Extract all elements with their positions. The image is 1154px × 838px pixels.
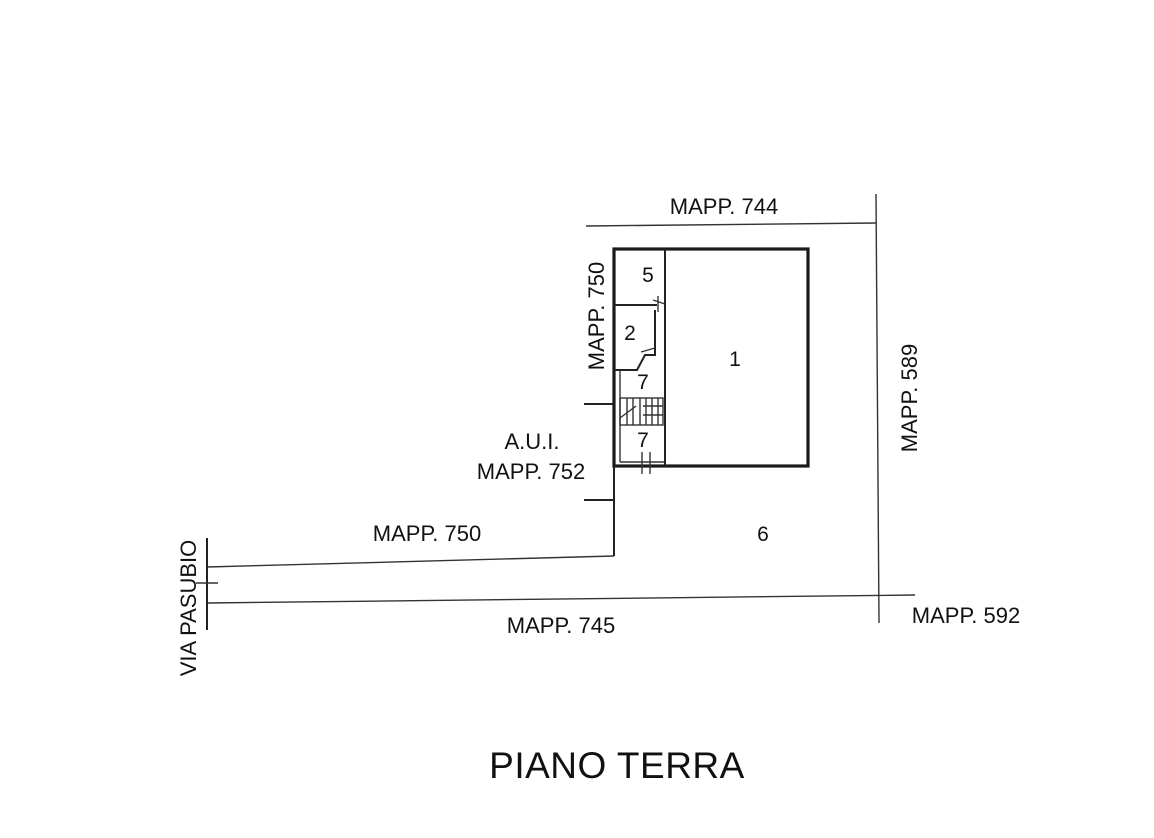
label-aui: A.U.I. xyxy=(504,429,559,454)
label-mapp-750-south: MAPP. 750 xyxy=(373,521,481,546)
label-mapp-592: MAPP. 592 xyxy=(912,603,1020,628)
staircase xyxy=(619,397,664,426)
property-boundary xyxy=(196,193,916,630)
internal-walls xyxy=(614,296,666,474)
room-7-lower-label: 7 xyxy=(637,429,649,452)
room-5-label: 5 xyxy=(642,264,654,287)
label-mapp-750-west: MAPP. 750 xyxy=(584,262,609,370)
room-6-label: 6 xyxy=(757,523,769,546)
label-mapp-752: MAPP. 752 xyxy=(477,459,585,484)
plan-title: PIANO TERRA xyxy=(489,745,745,786)
label-mapp-589: MAPP. 589 xyxy=(897,344,922,452)
label-mapp-744: MAPP. 744 xyxy=(670,194,778,219)
label-via-pasubio: VIA PASUBIO xyxy=(176,540,201,677)
building-outline xyxy=(612,247,810,468)
room-1-label: 1 xyxy=(729,348,741,371)
room-7-upper-label: 7 xyxy=(637,371,649,394)
label-mapp-745: MAPP. 745 xyxy=(507,613,615,638)
room-2-label: 2 xyxy=(624,322,636,345)
